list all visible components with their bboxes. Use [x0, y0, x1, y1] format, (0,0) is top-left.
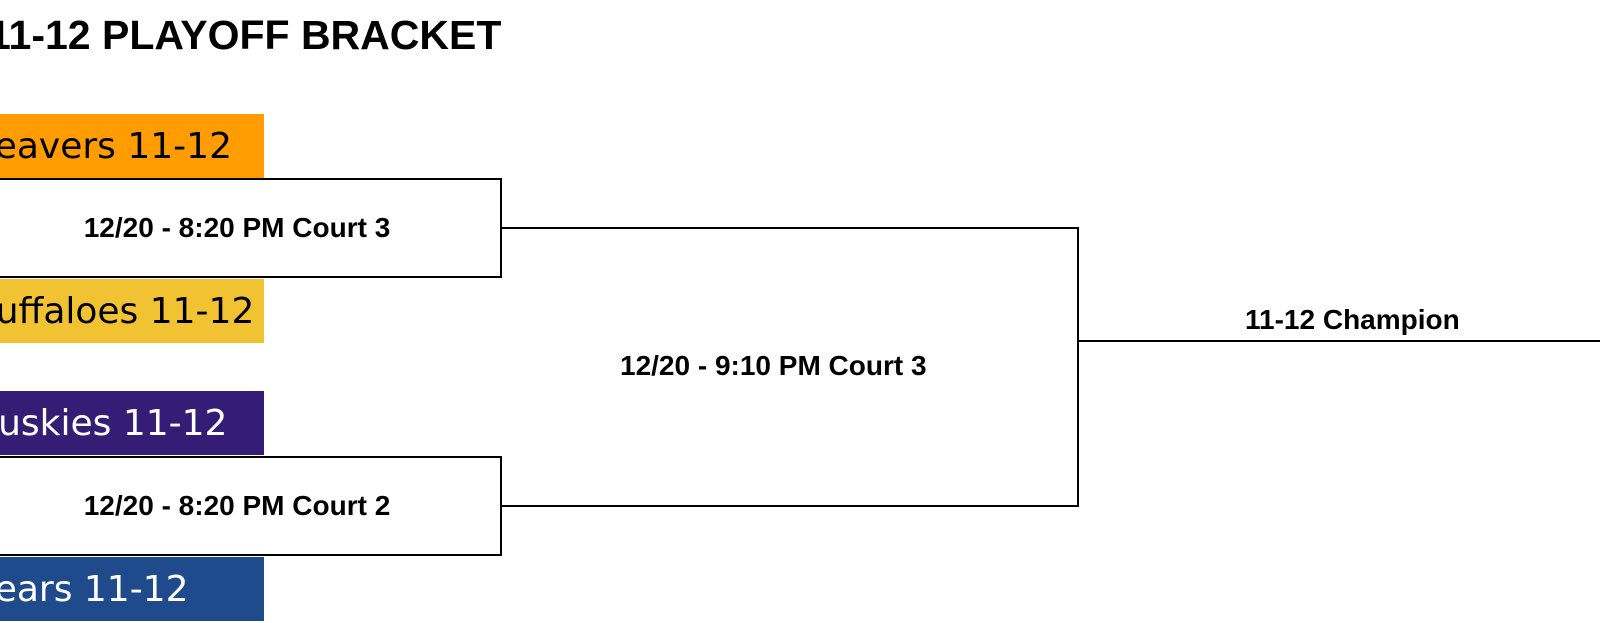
team-name: Huskies 11-12 [0, 402, 228, 444]
team-name: Bears 11-12 [0, 568, 189, 610]
team-slot-huskies: Huskies 11-12 [0, 391, 264, 455]
connector-semi2 [500, 505, 1079, 507]
semifinal-2-schedule: 12/20 - 8:20 PM Court 2 [83, 490, 391, 521]
connector-vertical [1077, 227, 1079, 507]
final-schedule: 12/20 - 9:10 PM Court 3 [620, 350, 927, 381]
semifinal-1-schedule: 12/20 - 8:20 PM Court 3 [83, 212, 391, 243]
champion-label: 11-12 Champion [1245, 304, 1460, 335]
team-slot-buffaloes: Buffaloes 11-12 [0, 279, 264, 343]
connector-semi1 [500, 227, 1079, 229]
team-slot-beavers: Beavers 11-12 [0, 114, 264, 178]
semifinal-2-box: 12/20 - 8:20 PM Court 2 [0, 456, 502, 556]
champion-line [1077, 340, 1600, 342]
semifinal-1-box: 12/20 - 8:20 PM Court 3 [0, 178, 502, 278]
team-name: Buffaloes 11-12 [0, 290, 255, 332]
team-name: Beavers 11-12 [0, 125, 232, 167]
team-slot-bears: Bears 11-12 [0, 557, 264, 621]
bracket-title: 11-12 PLAYOFF BRACKET [0, 12, 502, 58]
